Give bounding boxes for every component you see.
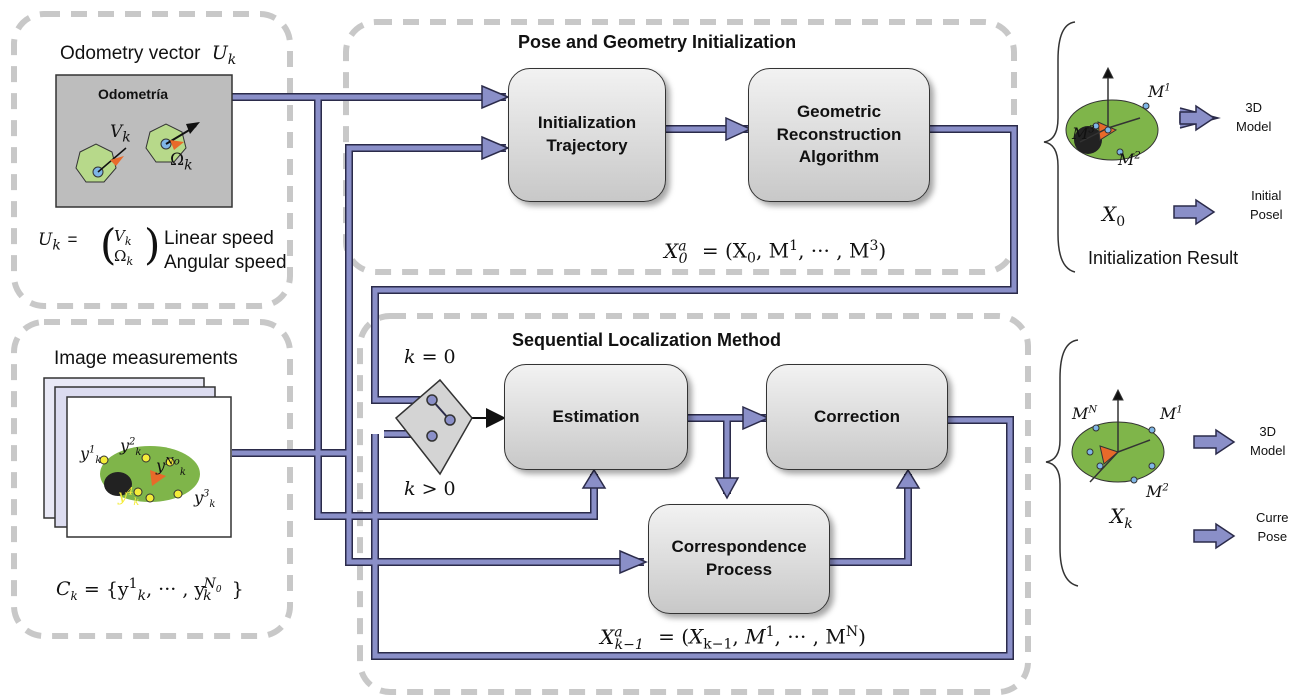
odometry-region bbox=[11, 11, 293, 309]
right-braces bbox=[1043, 21, 1079, 587]
k-greater-0-label: k > 0 bbox=[404, 478, 456, 500]
model-bottom bbox=[1071, 388, 1165, 484]
yno-label: yNok bbox=[156, 456, 186, 479]
result-arrows bbox=[1173, 104, 1236, 550]
vk-label: Vk bbox=[110, 122, 131, 146]
odometry-title: Odometry vector Uk bbox=[60, 42, 237, 68]
y2-label: y2k bbox=[120, 436, 142, 459]
brace-top bbox=[1043, 21, 1076, 273]
k-equals-0-label: k = 0 bbox=[404, 346, 456, 368]
switch-diamond bbox=[394, 378, 473, 476]
arrowhead bbox=[714, 477, 740, 500]
odometry-panel bbox=[55, 74, 233, 208]
linear-speed-label: Linear speed bbox=[164, 228, 274, 249]
y4-label: y4k bbox=[118, 486, 140, 509]
m1-top-label: M1 bbox=[1148, 82, 1171, 101]
image-measurements-title: Image measurements bbox=[54, 348, 238, 369]
uk-equation: Uk = bbox=[38, 230, 78, 254]
pose-init-title: Pose and Geometry Initialization bbox=[518, 32, 797, 52]
mn-label: MN bbox=[1072, 404, 1098, 423]
pose-init-region bbox=[343, 19, 1017, 275]
arrowhead bbox=[895, 468, 921, 489]
arrowhead bbox=[619, 549, 648, 575]
switch bbox=[394, 378, 473, 476]
estimation-box: Estimation bbox=[504, 364, 688, 470]
brace-bottom bbox=[1045, 339, 1079, 587]
m1-bottom-label: M1 bbox=[1160, 404, 1183, 423]
m3-top-label: M3 bbox=[1072, 124, 1095, 143]
arrowhead bbox=[725, 116, 752, 142]
arrowhead bbox=[481, 84, 510, 110]
sequential-region bbox=[357, 313, 1031, 695]
y1-label: y1k bbox=[80, 444, 102, 467]
xk-label: Xk bbox=[1110, 504, 1133, 532]
y3-label: y3k bbox=[194, 488, 216, 511]
correction-box: Correction bbox=[766, 364, 948, 470]
omega-label: Ωk bbox=[170, 150, 193, 174]
ck-equation: Ck = {y1k, ··· , ykN0} bbox=[56, 576, 244, 605]
m2-top-label: M2 bbox=[1118, 150, 1141, 169]
initialization-result-label: Initialization Result bbox=[1088, 248, 1239, 268]
image-region bbox=[11, 319, 293, 639]
sequential-title: Sequential Localization Method bbox=[512, 330, 782, 350]
model-top bbox=[1065, 66, 1159, 161]
x0a-formula: Xa0 = (X0, M1, ··· , M3) bbox=[664, 238, 887, 267]
arrowhead bbox=[742, 405, 770, 431]
image-stack bbox=[43, 377, 232, 538]
m2-bottom-label: M2 bbox=[1146, 482, 1169, 501]
x0-label: X0 bbox=[1102, 202, 1126, 230]
angular-speed-label: Angular speed bbox=[164, 252, 287, 273]
arrowhead bbox=[581, 468, 607, 489]
xk1a-formula: Xak−1 = (Xk−1, M1, ··· , MN) bbox=[600, 624, 866, 653]
region-borders bbox=[11, 11, 1031, 695]
odometry-panel-label: Odometría bbox=[98, 86, 169, 102]
arrowhead bbox=[481, 135, 510, 161]
